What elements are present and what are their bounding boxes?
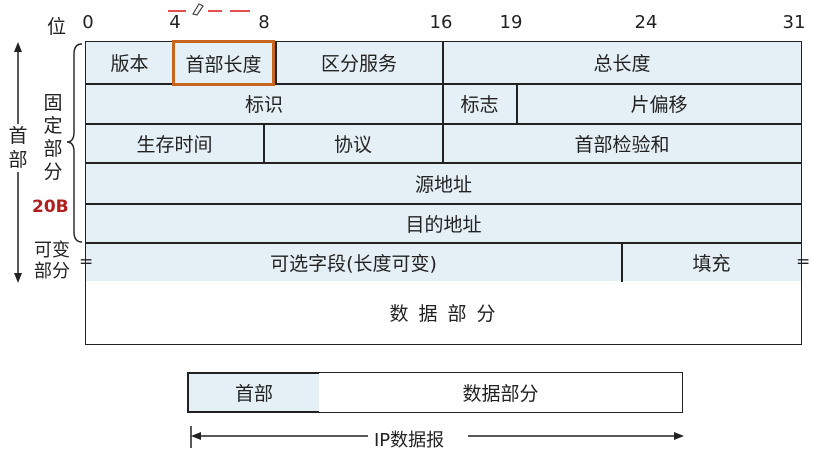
field-options: 可选字段(长度可变): [270, 252, 437, 275]
col-divider-r2-d: [516, 83, 518, 123]
data-part-box: 数 据 部 分: [85, 281, 802, 345]
field-differentiated-services: 区分服务: [320, 53, 397, 75]
row-divider-1: [85, 83, 802, 85]
datagram-label: IP数据报: [374, 430, 445, 451]
variable-part-label: 可变部分: [34, 240, 70, 282]
col-divider-r1r2-c: [442, 41, 444, 123]
field-flags: 标志: [460, 94, 499, 116]
tick-8: 8: [258, 12, 270, 33]
col-divider-r3-b: [442, 123, 444, 162]
field-source-address: 源地址: [414, 173, 472, 196]
tick-31: 31: [782, 12, 806, 33]
field-padding: 填充: [692, 252, 731, 275]
col-divider-r1-b: [275, 41, 277, 83]
field-total-length: 总长度: [593, 53, 651, 75]
fixed-part-label: 固定部分: [43, 92, 63, 183]
options-eq-left: =: [79, 252, 94, 272]
ip-header-table: [85, 41, 802, 282]
tick-19: 19: [499, 12, 523, 33]
tick-0: 0: [82, 12, 94, 33]
col-divider-r3-a: [263, 123, 265, 162]
field-header-length: 首部长度: [172, 40, 275, 86]
field-fragment-offset: 片偏移: [630, 94, 688, 116]
header-side-label: 首部: [6, 124, 30, 172]
options-eq-right: =: [796, 252, 811, 272]
field-ttl: 生存时间: [136, 133, 213, 156]
tick-4: 4: [169, 12, 181, 33]
bit-axis-label: 位: [47, 16, 67, 38]
data-part-label: 数 据 部 分: [389, 303, 498, 325]
row-divider-3: [85, 162, 802, 164]
field-destination-address: 目的地址: [405, 213, 482, 236]
field-protocol: 协议: [333, 133, 372, 156]
field-identification: 标识: [244, 94, 283, 116]
fixed-size-label: 20B: [32, 197, 69, 217]
row-divider-2: [85, 123, 802, 125]
field-version: 版本: [110, 53, 149, 75]
row-divider-4: [85, 203, 802, 205]
field-header-checksum: 首部检验和: [574, 133, 670, 156]
datagram-header-box: 首部: [187, 372, 321, 413]
row-divider-5: [85, 242, 802, 244]
datagram-data-box: 数据部分: [319, 372, 683, 413]
tick-24: 24: [634, 12, 658, 33]
tick-16: 16: [429, 12, 453, 33]
col-divider-r6: [621, 242, 623, 282]
